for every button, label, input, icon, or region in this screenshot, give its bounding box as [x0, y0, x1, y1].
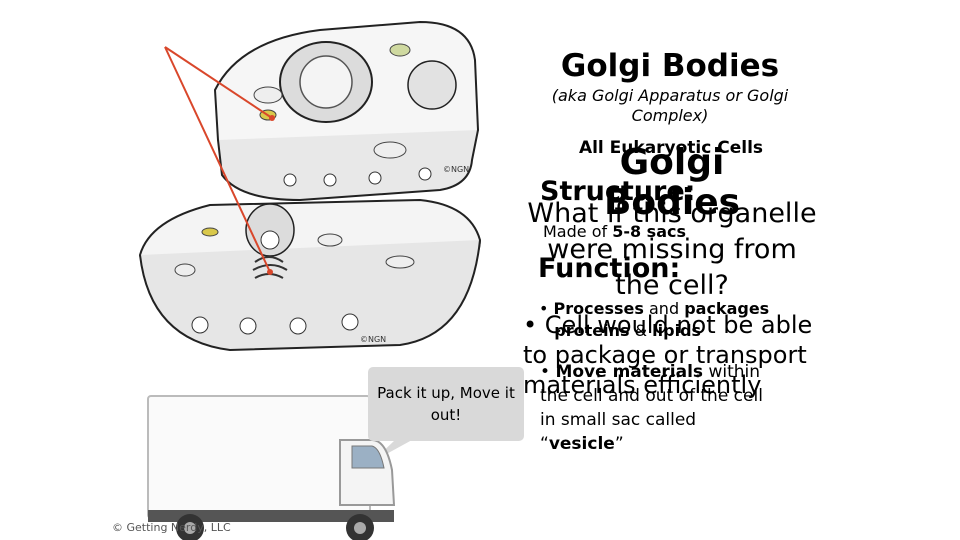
truck-icon: [147, 395, 396, 540]
answer-text: • Cell would not be able to package or t…: [523, 311, 813, 399]
subtitle: (aka Golgi Apparatus or Golgi Complex): [551, 86, 789, 125]
bullet-move: • Move materials within the cell and out…: [540, 362, 763, 454]
structure-text: Made of 5-8 sacs: [543, 222, 687, 241]
function-heading: Function:: [538, 253, 681, 284]
artist-mark-2: ©NGN: [360, 335, 386, 344]
callout-bubble: Pack it up, Move it out!: [368, 367, 524, 441]
overlay-title: Golgi Bodies: [603, 142, 741, 223]
pointer-lines: [164, 46, 275, 275]
question-text: What if this organelle were missing from…: [527, 198, 817, 301]
animal-cell-icon: ©NGN: [138, 198, 482, 352]
structure-heading: Structure:: [540, 176, 696, 207]
plant-cell-icon: ©NGN: [213, 20, 480, 202]
slide-title: Golgi Bodies: [560, 48, 780, 84]
copyright: © Getting Nerdy, LLC: [112, 521, 231, 534]
bullet-processes: • Processes and packages proteins & lipi…: [539, 299, 770, 340]
eukaryotic-tag: All Eukaryotic Cells: [578, 138, 764, 158]
artist-mark: ©NGN: [443, 165, 469, 174]
